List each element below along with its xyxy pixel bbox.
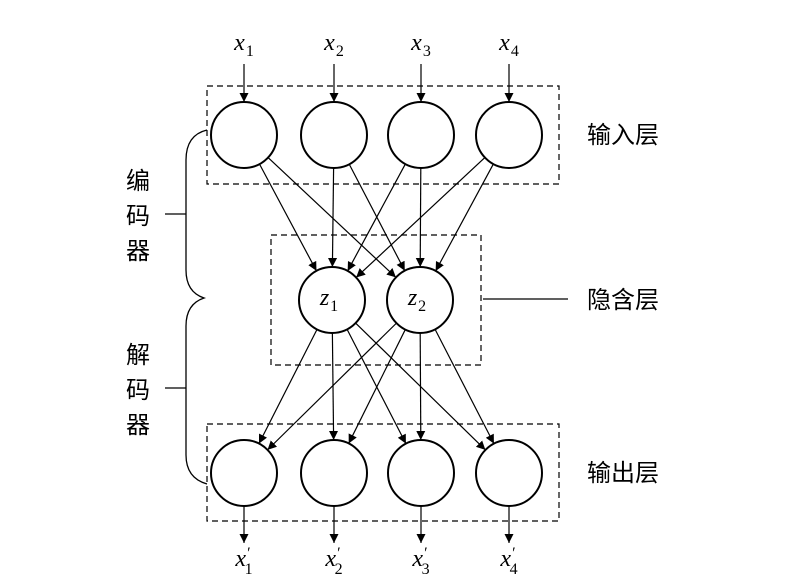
svg-text:编: 编 — [126, 167, 150, 195]
svg-text:器: 器 — [126, 237, 150, 265]
edge-input-3-to-hidden-1 — [347, 163, 406, 272]
edge-hidden-2-to-output-2 — [348, 329, 406, 444]
input-node-3 — [387, 101, 455, 169]
input-arrows — [239, 64, 514, 102]
output-nodes — [210, 439, 543, 507]
output-labels: x′1 x′2 x′3 x′4 — [234, 545, 517, 578]
edge-hidden-2-to-output-3 — [416, 332, 426, 441]
input-layer-label: 输入层 — [587, 121, 659, 149]
edge-hidden-2-to-output-4 — [434, 329, 495, 444]
edge-hidden-1-to-output-1 — [258, 329, 318, 444]
svg-text:码: 码 — [126, 202, 150, 230]
decoder-label: 解 码 器 — [126, 341, 150, 439]
svg-text:解: 解 — [126, 341, 150, 369]
encoder-label: 编 码 器 — [126, 167, 150, 265]
output-var-x3-prime: x′3 — [411, 545, 429, 578]
output-node-1 — [210, 439, 278, 507]
connection-edges — [258, 157, 495, 451]
hidden-layer-label: 隐含层 — [587, 286, 659, 314]
output-node-2 — [300, 439, 368, 507]
edge-input-1-to-hidden-2 — [267, 157, 397, 278]
output-layer-label: 输出层 — [587, 459, 659, 487]
input-node-4 — [475, 101, 543, 169]
input-node-1 — [210, 101, 278, 169]
input-layer-box — [206, 85, 560, 185]
input-var-x2: x2 — [323, 30, 344, 60]
hidden-nodes — [298, 266, 454, 334]
encoder-decoder-brace — [185, 129, 208, 485]
hidden-node-1 — [298, 266, 366, 334]
edge-input-4-to-hidden-1 — [355, 157, 486, 278]
edge-hidden-1-to-output-2 — [329, 332, 339, 441]
output-var-x1-prime: x′1 — [234, 545, 252, 578]
hidden-var-z2: z2 — [407, 285, 426, 315]
input-labels: x1 x2 x3 x4 — [233, 30, 519, 60]
input-node-2 — [300, 101, 368, 169]
hidden-var-z1: z1 — [319, 285, 338, 315]
input-nodes — [210, 101, 543, 169]
input-var-x3: x3 — [410, 30, 431, 60]
hidden-node-2 — [386, 266, 454, 334]
output-node-3 — [387, 439, 455, 507]
output-var-x2-prime: x′2 — [324, 545, 342, 578]
output-var-x4-prime: x′4 — [499, 545, 517, 578]
input-var-x4: x4 — [498, 30, 519, 60]
input-var-x1: x1 — [233, 30, 254, 60]
edge-input-2-to-hidden-1 — [328, 167, 338, 268]
output-arrows — [239, 506, 514, 543]
edge-input-1-to-hidden-1 — [259, 163, 317, 272]
svg-text:码: 码 — [126, 376, 150, 404]
edge-input-4-to-hidden-2 — [435, 163, 494, 272]
hidden-layer-box — [270, 234, 482, 366]
svg-text:器: 器 — [126, 411, 150, 439]
output-layer-box — [206, 423, 560, 522]
edge-hidden-2-to-output-1 — [267, 322, 397, 451]
hidden-labels: z1 z2 — [319, 285, 426, 315]
output-node-4 — [475, 439, 543, 507]
